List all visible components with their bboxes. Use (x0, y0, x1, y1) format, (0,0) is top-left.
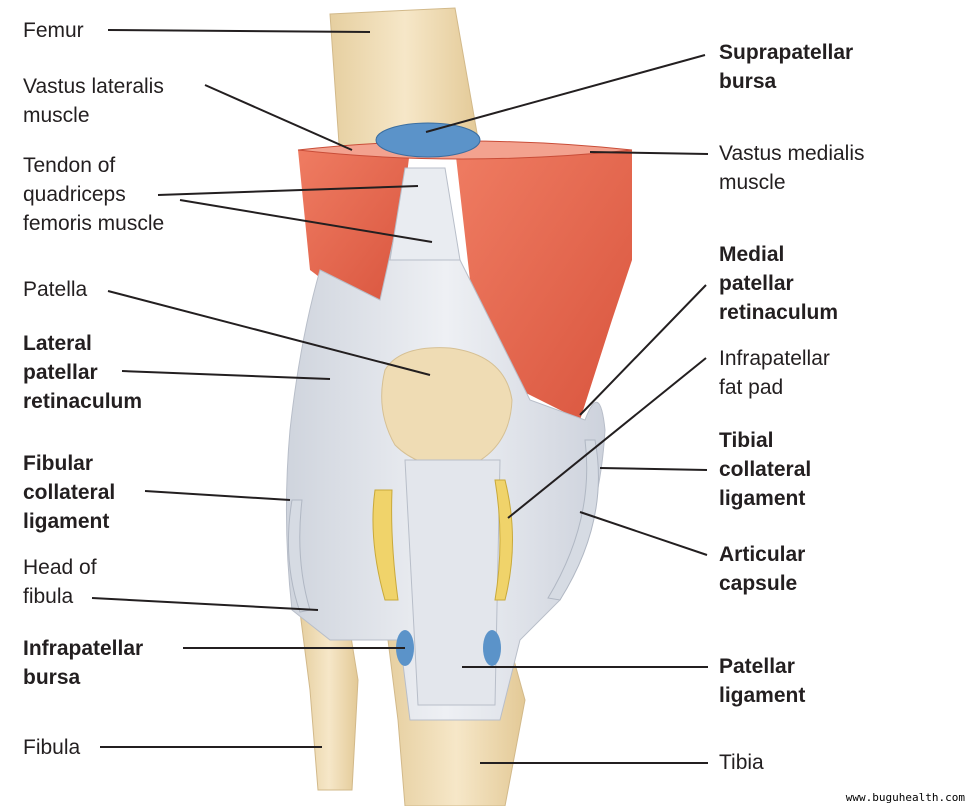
leader-patella (107, 290, 431, 376)
leader-vastus-medialis (589, 151, 709, 155)
label-vastus-medialis: Vastus medialis muscle (719, 142, 865, 194)
suprapatellar-bursa (375, 122, 481, 158)
patellar-ligament (404, 459, 501, 706)
leader-quadriceps-tendon-2 (179, 199, 433, 243)
label-fibula: Fibula (23, 736, 81, 759)
label-femur: Femur (23, 19, 84, 42)
infrapatellar-fat-pad-right (494, 479, 513, 601)
leader-articular-capsule (579, 511, 708, 556)
label-tibia: Tibia (719, 751, 764, 774)
leader-suprapatellar-bursa (425, 54, 706, 133)
tibial-collateral-ligament (547, 439, 599, 601)
leader-infrapatellar-fat-pad (507, 357, 707, 519)
infrapatellar-bursa-right (483, 630, 501, 666)
label-lateral-retinaculum: Lateral patellar retinaculum (23, 332, 143, 413)
label-patellar-ligament: Patellar ligament (719, 655, 806, 707)
patella-bone (381, 347, 513, 469)
label-quadriceps-tendon: Tendon of quadriceps femoris muscle (23, 154, 165, 235)
label-infrapatellar-bursa: Infrapatellar bursa (23, 637, 144, 689)
leader-femur (107, 29, 371, 33)
leader-tibial-collateral (599, 467, 708, 471)
label-infrapatellar-fat-pad: Infrapatellar fat pad (719, 347, 830, 399)
leader-quadriceps-tendon-1 (157, 185, 419, 196)
leader-lateral-retinaculum (121, 370, 331, 380)
label-head-of-fibula: Head of fibula (23, 556, 97, 608)
leader-fibular-collateral (144, 490, 291, 501)
infrapatellar-fat-pad-left (372, 489, 399, 601)
leader-lines (91, 29, 709, 764)
label-tibial-collateral: Tibial collateral ligament (719, 429, 812, 510)
leader-vastus-lateralis (204, 84, 353, 151)
leader-head-of-fibula (91, 597, 319, 611)
label-patella: Patella (23, 278, 88, 301)
label-fibular-collateral: Fibular collateral ligament (23, 452, 116, 533)
watermark-text: www.buguhealth.com (845, 791, 965, 804)
label-suprapatellar-bursa: Suprapatellar bursa (719, 41, 854, 93)
label-vastus-lateralis: Vastus lateralis muscle (23, 75, 164, 127)
vastus-medialis-muscle (455, 148, 632, 420)
label-medial-retinaculum: Medial patellar retinaculum (719, 243, 839, 324)
leader-medial-retinaculum (579, 284, 707, 416)
label-articular-capsule: Articular capsule (719, 543, 806, 595)
